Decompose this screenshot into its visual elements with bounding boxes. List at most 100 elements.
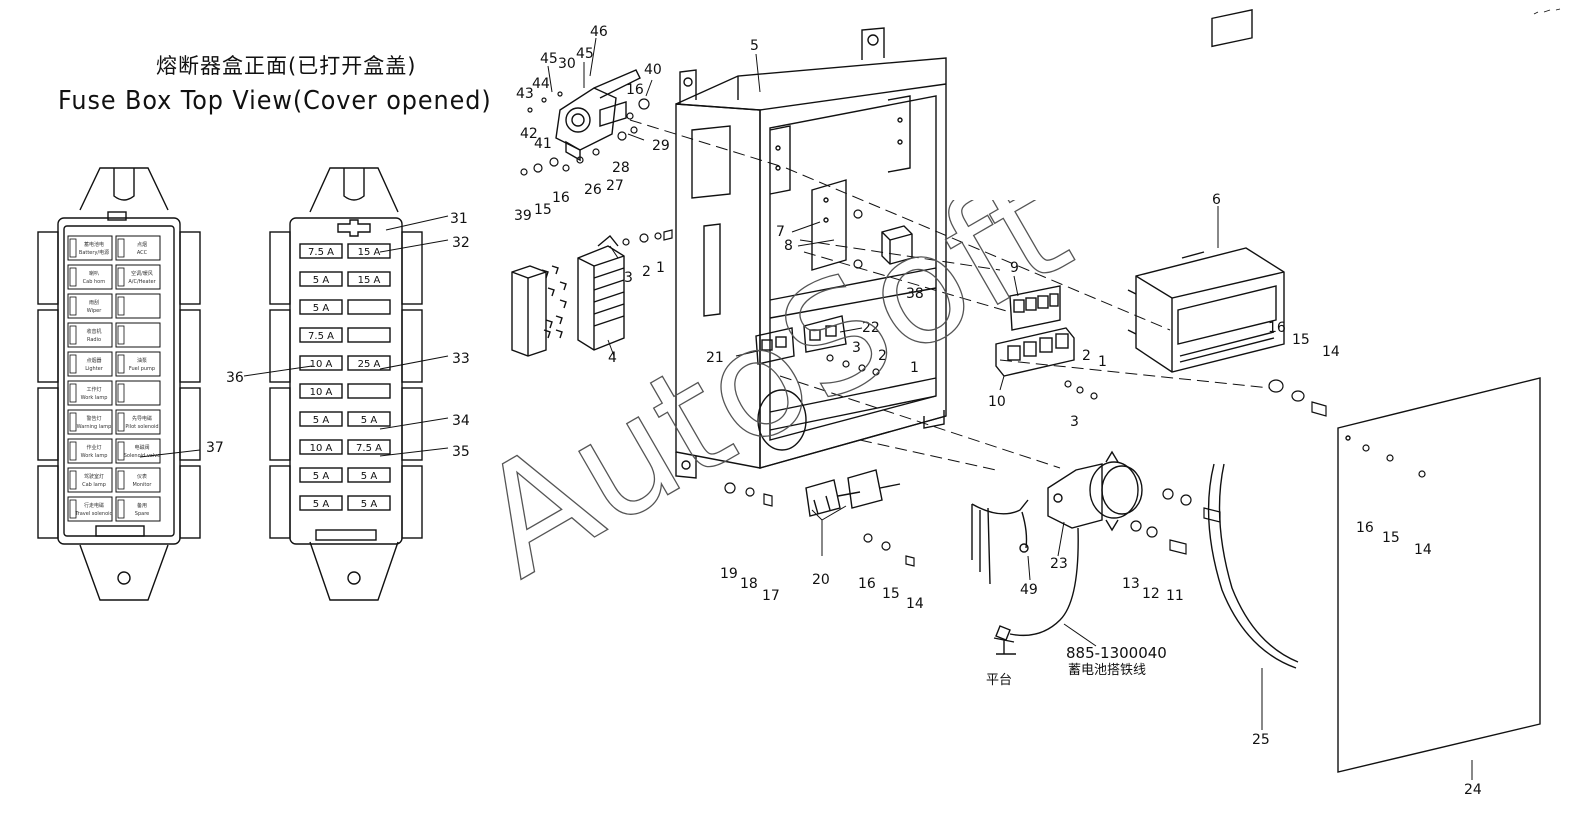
callout-39: 39 xyxy=(514,208,532,224)
callout-2c: 2 xyxy=(878,348,887,364)
assembly-dashed-lines xyxy=(629,119,1271,471)
fuse-label-slot xyxy=(67,438,113,464)
callout-43: 43 xyxy=(516,86,534,102)
fuse-rating: 5 A xyxy=(313,303,330,314)
fuse-rating: 15 A xyxy=(358,247,381,258)
fuse-tab-icon xyxy=(117,325,125,345)
fuse-tab-icon xyxy=(117,238,125,258)
fuse-label-text: 仪表 xyxy=(137,473,147,480)
fuse-slot xyxy=(347,467,391,483)
fuse-rating: 25 A xyxy=(358,359,381,370)
fuse-rating: 5 A xyxy=(313,471,330,482)
fuse-tab-icon xyxy=(117,267,125,287)
fuse-rating: 7.5 A xyxy=(356,443,382,454)
electrical-box-housing xyxy=(675,27,947,479)
callout-38: 38 xyxy=(906,286,924,302)
fuse-slot xyxy=(299,271,343,287)
platform-label: 平台 xyxy=(986,673,1012,688)
callout-1b: 1 xyxy=(1098,354,1107,370)
controller-6 xyxy=(1127,9,1285,373)
connector-22 xyxy=(803,315,847,353)
fuse-label-text: 点烟器 xyxy=(86,357,101,364)
callout-3a: 3 xyxy=(624,270,633,286)
cable-name: 蓄电池搭铁线 xyxy=(1068,662,1146,678)
callout-16e: 16 xyxy=(1356,520,1374,536)
fuse-label-text: 点烟 xyxy=(137,241,147,248)
leader-lines-fuse xyxy=(139,215,449,458)
fuse-slot xyxy=(347,243,391,259)
fuse-label-text: 警告灯 xyxy=(86,415,101,422)
fuse-label-text: 蓄电池电 xyxy=(84,241,104,248)
callout-42: 42 xyxy=(520,126,538,142)
fuse-label-slot xyxy=(115,467,161,493)
switch-assembly-30 xyxy=(555,69,641,162)
callout-46: 46 xyxy=(590,24,608,40)
fuse-label-text: 行走电磁 xyxy=(84,502,104,509)
callout-32: 32 xyxy=(452,235,470,251)
callout-3b: 3 xyxy=(1070,414,1079,430)
relay-38 xyxy=(881,225,913,265)
fuse-label-text: 工作灯 xyxy=(86,386,101,393)
fuse-rating: 7.5 A xyxy=(308,247,334,258)
fuse-label-text: 雨刮 xyxy=(89,299,99,306)
connectors-20 xyxy=(805,469,901,517)
fuse-rating: 15 A xyxy=(358,275,381,286)
fuse-tab-icon xyxy=(117,383,125,403)
callout-9: 9 xyxy=(1010,260,1019,276)
callout-18: 18 xyxy=(740,576,758,592)
fuse-tab-icon xyxy=(69,499,77,519)
callout-6: 6 xyxy=(1212,192,1221,208)
title-english: Fuse Box Top View(Cover opened) xyxy=(58,86,492,116)
fuse-slot xyxy=(299,411,343,427)
cable-25 xyxy=(1207,463,1299,669)
fuse-slot xyxy=(347,299,391,315)
fuse-label-slot xyxy=(115,264,161,290)
callout-23: 23 xyxy=(1050,556,1068,572)
solenoid-23 xyxy=(1047,450,1143,532)
callout-8: 8 xyxy=(784,238,793,254)
callout-35: 35 xyxy=(452,444,470,460)
fuse-tab-icon xyxy=(117,470,125,490)
callout-19: 19 xyxy=(720,566,738,582)
fuse-label-text: Cab horn xyxy=(83,279,106,285)
callout-37: 37 xyxy=(206,440,224,456)
fuse-slot xyxy=(299,327,343,343)
fuse-rating: 7.5 A xyxy=(308,331,334,342)
fuse-label-text: 驾驶室灯 xyxy=(84,473,104,480)
fuse-tab-icon xyxy=(69,441,77,461)
fuse-tab-icon xyxy=(69,412,77,432)
fuse-label-text: 收音机 xyxy=(86,328,101,335)
cover-plate-24 xyxy=(1337,377,1541,773)
fuse-label-slot xyxy=(67,496,113,522)
fasteners xyxy=(520,91,1426,567)
callout-41: 41 xyxy=(534,136,552,152)
callout-11: 11 xyxy=(1166,588,1184,604)
fuse-label-slot xyxy=(115,380,161,406)
callout-40: 40 xyxy=(644,62,662,78)
fuse-label-text: 备用 xyxy=(137,502,147,509)
callout-16d: 16 xyxy=(858,576,876,592)
fuse-slot xyxy=(347,327,391,343)
fuse-rating: 10 A xyxy=(310,387,333,398)
fuse-label-text: Spare xyxy=(135,511,149,517)
fuse-slot xyxy=(299,383,343,399)
fuse-rating: 10 A xyxy=(310,443,333,454)
fuse-label-slot xyxy=(115,496,161,522)
mount-hole-icon xyxy=(347,571,361,585)
fuse-label-slot xyxy=(115,438,161,464)
fuse-label-text: 先导电磁 xyxy=(132,415,152,422)
callout-21: 21 xyxy=(706,350,724,366)
fuse-label-text: Pilot solenoid xyxy=(125,424,158,430)
fuse-tab-icon xyxy=(69,238,77,258)
fuse-tab-icon xyxy=(117,354,125,374)
title-chinese: 熔断器盒正面(已打开盒盖) xyxy=(156,54,417,78)
callout-22: 22 xyxy=(862,320,880,336)
callout-2b: 2 xyxy=(1082,348,1091,364)
fuse-tab-icon xyxy=(69,354,77,374)
cable-part-number: 885-1300040 xyxy=(1066,644,1167,662)
callout-7: 7 xyxy=(776,224,785,240)
fuse-label-slot xyxy=(115,293,161,319)
